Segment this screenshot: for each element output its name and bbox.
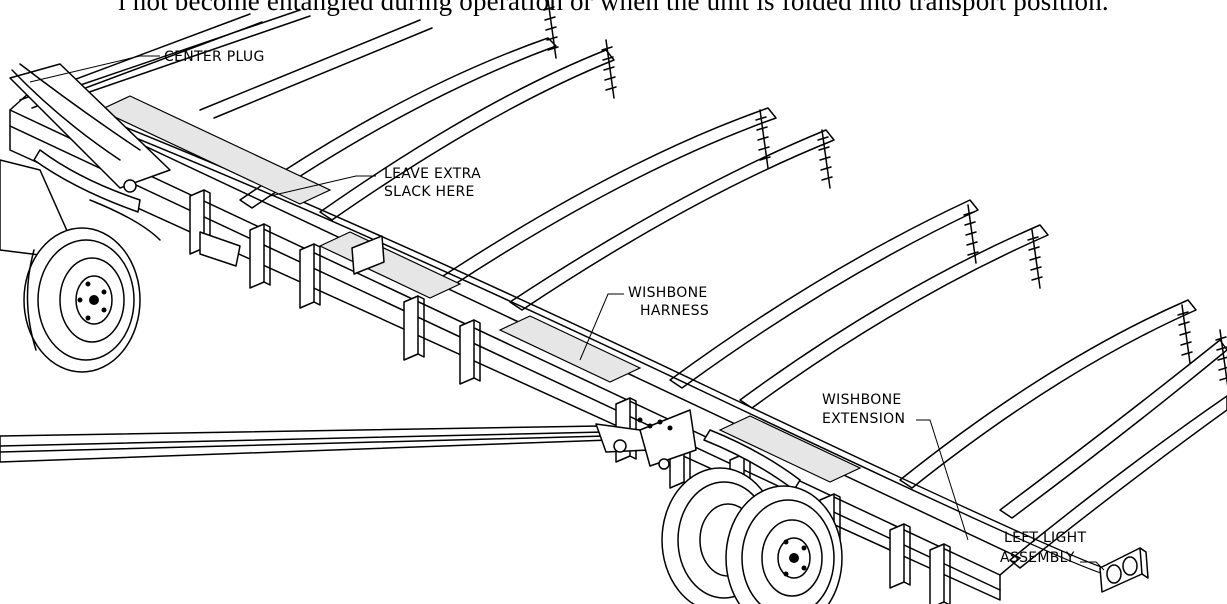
wishbone-harness-label-line1: WISHBONE xyxy=(628,285,707,301)
transport-dual-wheels xyxy=(661,467,843,604)
frame-brackets xyxy=(189,189,951,604)
callout-leaders xyxy=(29,55,1105,571)
wishbone-harness-label-line2: HARNESS xyxy=(640,303,709,319)
hitch-tongue xyxy=(0,409,801,491)
upper-cross-arms xyxy=(19,9,1227,569)
left-light-assembly xyxy=(1099,547,1149,593)
center-hitch-cluster xyxy=(0,63,241,267)
leave-extra-slack-label-line2: SLACK HERE xyxy=(384,184,475,200)
hinge-bolts xyxy=(637,417,673,431)
left-light-assembly-label-line1: LEFT LIGHT xyxy=(1004,530,1086,546)
left-wheel xyxy=(23,227,141,373)
page-text-fragment: l not become entangled during operation … xyxy=(118,0,1109,16)
center-plug-label: CENTER PLUG xyxy=(164,49,265,65)
wishbone-extension-label-line1: WISHBONE xyxy=(822,392,901,408)
wishbone-extension-label-line2: EXTENSION xyxy=(822,411,905,427)
leave-extra-slack-label-line1: LEAVE EXTRA xyxy=(384,166,481,182)
main-frame-beam xyxy=(9,91,1117,601)
left-light-assembly-label-line2: ASSEMBLY xyxy=(1000,550,1075,566)
